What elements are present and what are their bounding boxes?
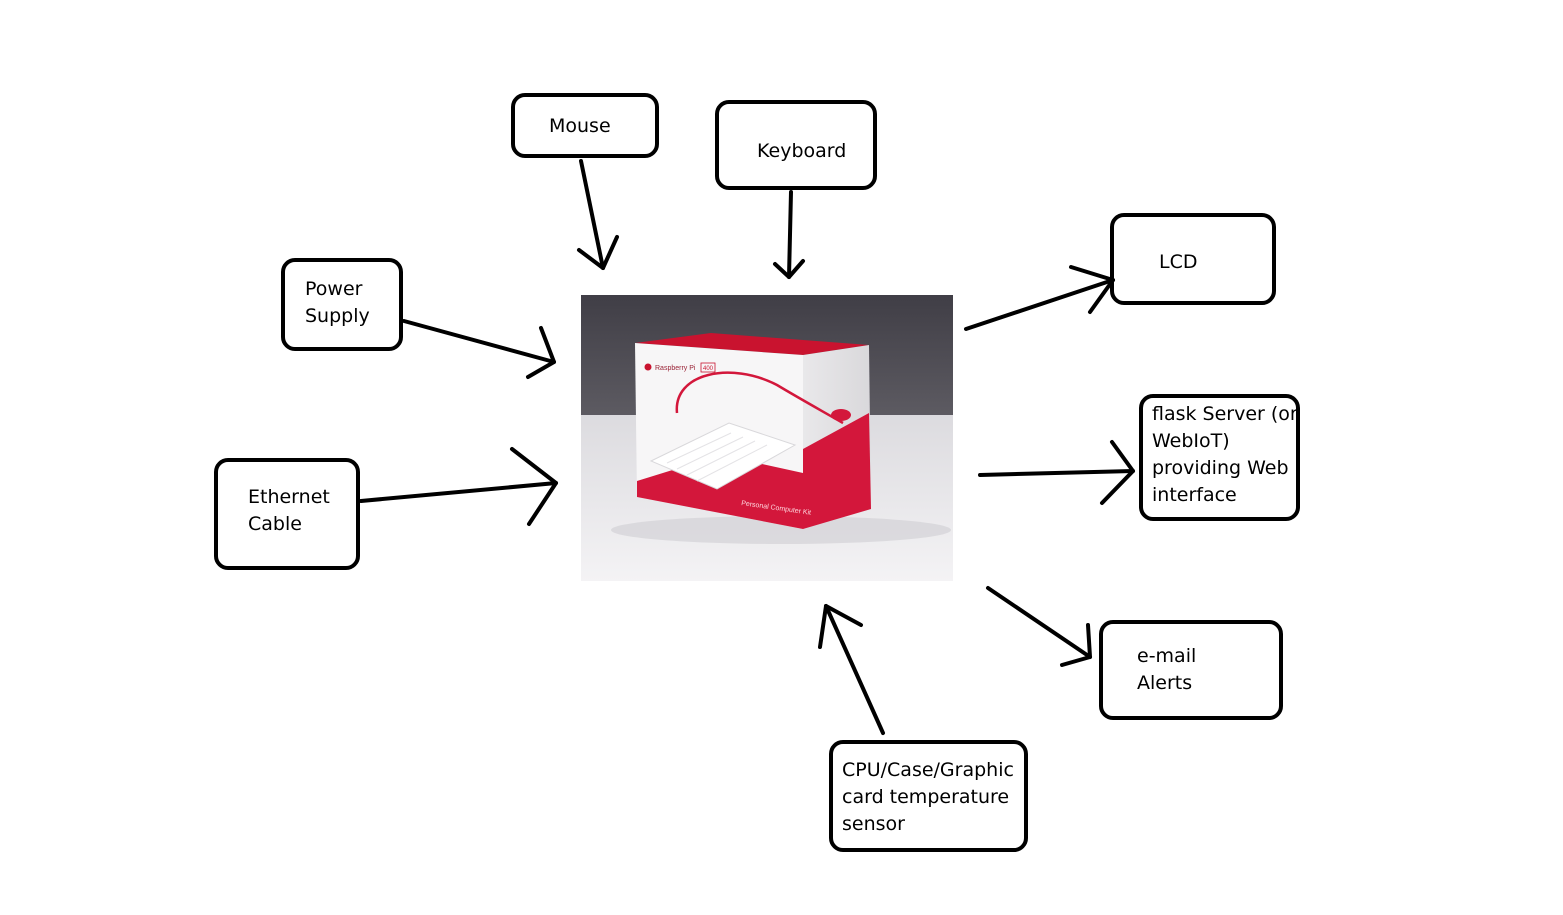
arrow-center-to-lcd	[964, 265, 1115, 331]
arrow-center-to-flask	[978, 440, 1135, 505]
flask-server-node	[1139, 394, 1300, 521]
mouse-illustration	[831, 409, 851, 421]
temperature-sensor-label-line2: card temperature	[842, 786, 1010, 808]
keyboard-illustration	[649, 422, 797, 490]
arrow-keyboard-to-center	[773, 190, 805, 279]
ethernet-cable-label-line2: Cable	[248, 513, 302, 535]
email-alerts-node	[1099, 620, 1283, 720]
power-supply-node	[281, 258, 403, 351]
lcd-label: LCD	[1159, 251, 1198, 273]
power-supply-label-line2: Supply	[305, 305, 370, 327]
temperature-sensor-label-line1: CPU/Case/Graphic	[842, 759, 1014, 781]
arrow-power-supply-to-center	[402, 319, 556, 379]
temperature-sensor-label-line3: sensor	[842, 813, 905, 835]
temperature-sensor-node	[829, 740, 1028, 852]
flask-server-label-line4: interface	[1152, 484, 1237, 506]
keyboard-node	[715, 100, 877, 190]
kit-brand-text: Raspberry Pi	[655, 365, 696, 372]
kit-box-top	[635, 333, 869, 355]
flask-server-label-line3: providing Web	[1152, 457, 1289, 479]
arrow-sensor-to-center	[818, 604, 885, 735]
ethernet-cable-label-line1: Ethernet	[248, 486, 330, 508]
arrow-mouse-to-center	[577, 159, 619, 270]
keyboard-label: Keyboard	[757, 140, 847, 162]
mouse-label: Mouse	[549, 115, 611, 137]
raspberry-pi-400-kit-image: Raspberry Pi 400 Personal Computer Kit	[581, 295, 953, 581]
raspberry-logo-icon	[644, 363, 652, 371]
kit-badge-text: 400	[703, 366, 714, 372]
ethernet-cable-node	[214, 458, 360, 570]
flask-server-label-line2: WebIoT)	[1152, 430, 1230, 452]
email-alerts-label-line1: e-mail	[1137, 645, 1197, 667]
arrow-ethernet-to-center	[359, 447, 558, 526]
power-supply-label-line1: Power	[305, 278, 363, 300]
flask-server-label-line1: flask Server (or	[1152, 403, 1298, 425]
arrow-center-to-email	[986, 586, 1092, 667]
mouse-node	[511, 93, 659, 158]
email-alerts-label-line2: Alerts	[1137, 672, 1193, 694]
lcd-node	[1110, 213, 1276, 305]
